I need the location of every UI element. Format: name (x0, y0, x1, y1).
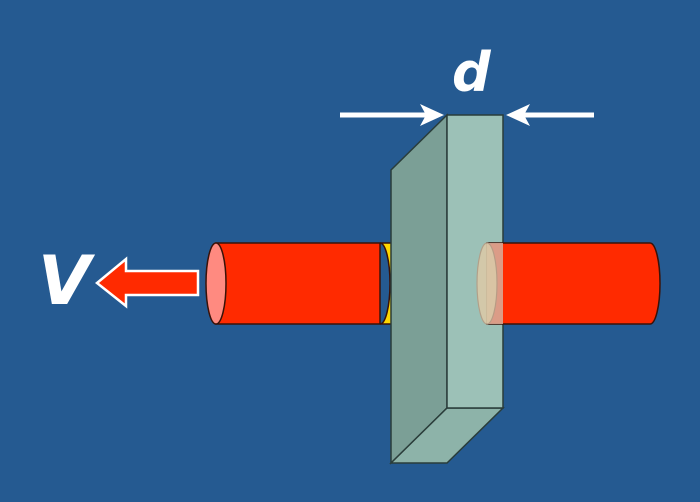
slab-side-face (390, 113, 448, 465)
left-arrow-icon (95, 256, 200, 309)
left-rod-body (215, 242, 381, 325)
right-rod-end-cap-through-slab (476, 242, 498, 325)
slab-front-face (446, 114, 504, 409)
thickness-left-arrow-icon (340, 104, 444, 126)
velocity-label: V (38, 242, 91, 321)
thickness-label: d (452, 41, 491, 104)
thickness-right-arrow-icon (506, 104, 594, 126)
left-rod-end-cap (205, 242, 227, 325)
right-rod-body (486, 242, 661, 325)
